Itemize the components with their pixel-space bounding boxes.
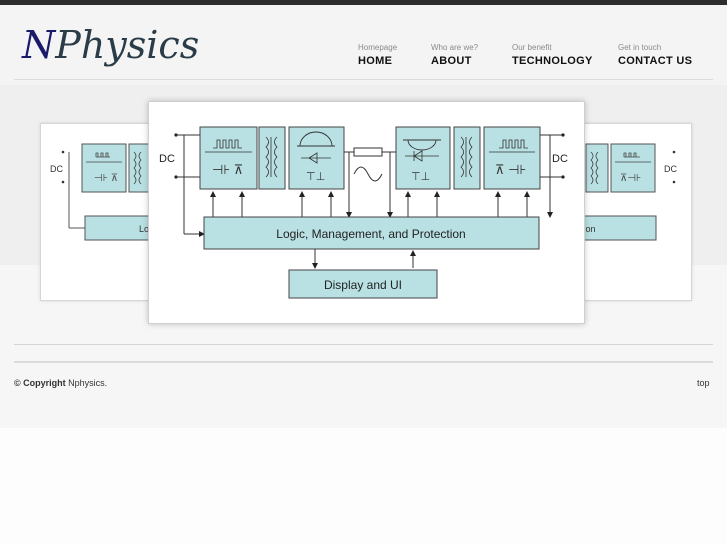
display-block-label: Display and UI xyxy=(324,278,402,292)
nav-item-sub: Homepage xyxy=(358,43,398,52)
nav-item-sub: Who are we? xyxy=(431,43,479,52)
nav-item-label: TECHNOLOGY xyxy=(512,55,593,67)
svg-text:⊤⊥: ⊤⊥ xyxy=(411,171,430,183)
converter-block xyxy=(395,126,451,190)
svg-text:⊣⊦ ⊼: ⊣⊦ ⊼ xyxy=(94,173,118,184)
svg-text:⊼ ⊣⊦: ⊼ ⊣⊦ xyxy=(495,162,526,177)
nav-item-label: CONTACT US xyxy=(618,55,693,67)
transformer-block xyxy=(453,126,481,190)
nav-item-sub: Our benefit xyxy=(512,43,552,52)
footer-copyright: © Copyright Nphysics. xyxy=(14,378,107,388)
svg-text:⊼⊣⊦: ⊼⊣⊦ xyxy=(620,173,641,184)
nav-item-sub: Get in touch xyxy=(618,43,662,52)
logo-word: Physics xyxy=(55,23,200,67)
dc-output-label: DC xyxy=(552,153,568,165)
inverter-block xyxy=(199,126,258,190)
dc-label: DC xyxy=(50,164,63,174)
transformer-block xyxy=(258,126,286,190)
nav-item-contact[interactable]: Get in touch CONTACT US xyxy=(618,43,692,67)
svg-text:⊣⊦ ⊼: ⊣⊦ ⊼ xyxy=(212,162,243,177)
dc-label: DC xyxy=(664,164,677,174)
nav-item-about[interactable]: Who are we? ABOUT xyxy=(431,43,478,67)
logic-block-label: Logic, Management, and Protection xyxy=(276,227,465,241)
logo-letter: N xyxy=(22,23,56,67)
inverter-block xyxy=(81,143,127,193)
sine-wave-icon xyxy=(353,166,383,182)
resistor-symbol xyxy=(353,147,383,157)
site-header: NPhysics Homepage HOME Who are we? ABOUT… xyxy=(0,5,727,85)
nav-item-label: ABOUT xyxy=(431,55,472,67)
site-logo[interactable]: NPhysics xyxy=(22,23,199,67)
slide-main[interactable]: DC ⊣⊦ ⊼ ⊤⊥ ⊤⊥ xyxy=(148,101,585,324)
output-inverter-block xyxy=(483,126,541,190)
rectifier-block xyxy=(288,126,345,190)
nav-item-technology[interactable]: Our benefit TECHNOLOGY xyxy=(512,43,593,67)
header-divider xyxy=(14,79,713,80)
slide-left-diagram: DC ⊣⊦ ⊼ Lo xyxy=(50,143,161,241)
slide-right[interactable]: ⊼⊣⊦ DC tion xyxy=(575,123,692,301)
slide-left[interactable]: DC ⊣⊦ ⊼ Lo xyxy=(40,123,162,301)
nav-item-label: HOME xyxy=(358,55,393,67)
slide-right-diagram: ⊼⊣⊦ DC tion xyxy=(576,143,677,241)
back-to-top-link[interactable]: top xyxy=(697,378,710,388)
partial-label: tion xyxy=(581,224,596,234)
power-converter-diagram: DC ⊣⊦ ⊼ ⊤⊥ ⊤⊥ xyxy=(159,126,568,299)
display-ui-block xyxy=(288,269,438,299)
nav-item-home[interactable]: Homepage HOME xyxy=(358,43,397,67)
copyright-owner: Nphysics. xyxy=(65,378,108,388)
partial-label: Lo xyxy=(139,224,149,234)
svg-text:⊤⊥: ⊤⊥ xyxy=(306,171,325,183)
dc-input-label: DC xyxy=(159,153,175,165)
footer-divider-top xyxy=(14,344,713,345)
logic-management-block xyxy=(203,216,540,250)
copyright-label: © Copyright xyxy=(14,378,66,388)
top-bar xyxy=(0,0,727,5)
footer-divider-bottom xyxy=(14,361,713,363)
